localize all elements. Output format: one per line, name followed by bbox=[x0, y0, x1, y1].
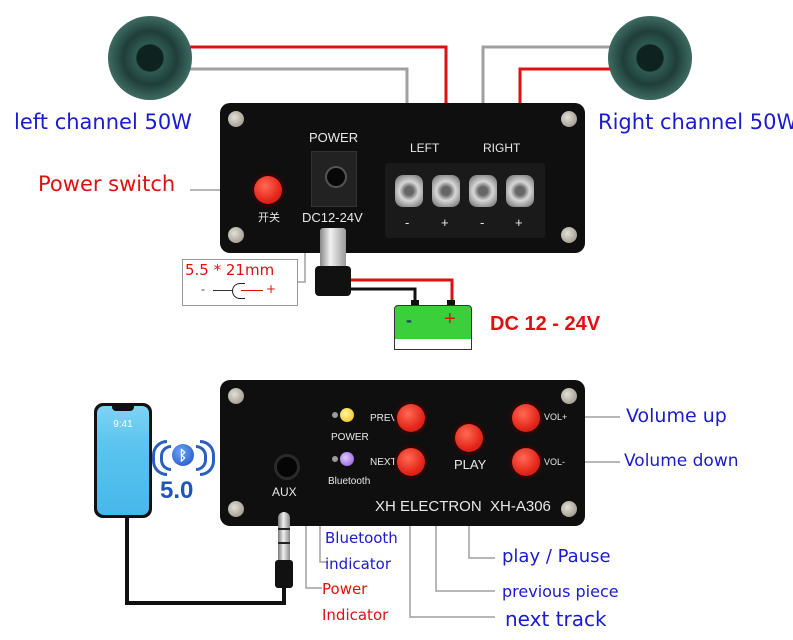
left-terminal-label: LEFT bbox=[410, 141, 440, 155]
terminal-polarity: - bbox=[405, 215, 410, 230]
phone-time: 9:41 bbox=[113, 419, 133, 430]
phone-aux-cable bbox=[125, 518, 286, 605]
aux-label: AUX bbox=[272, 485, 297, 499]
terminal-screw-left-minus[interactable] bbox=[395, 175, 423, 207]
power-led-indicator bbox=[340, 408, 354, 422]
bluetooth-logo-icon: ᛒ bbox=[172, 444, 194, 466]
screw-icon bbox=[228, 111, 244, 127]
terminal-screw-right-plus[interactable] bbox=[506, 175, 534, 207]
prev-label: PREV bbox=[370, 413, 398, 424]
battery-negative-terminal bbox=[411, 300, 419, 306]
jack-size-label: 5.5 * 21mm bbox=[185, 261, 275, 279]
dc-plug-body bbox=[315, 266, 351, 296]
battery-positive-terminal bbox=[447, 300, 455, 306]
vol-up-label: VOL+ bbox=[544, 412, 568, 422]
bluetooth-signal-icon: ᛒ bbox=[152, 436, 215, 476]
power-switch-label: Power switch bbox=[38, 172, 176, 196]
battery-icon: - + bbox=[394, 300, 472, 352]
volume-up-callout: Volume up bbox=[626, 405, 727, 427]
terminal-screw-right-minus[interactable] bbox=[469, 175, 497, 207]
battery-voltage-label: DC 12 - 24V bbox=[490, 313, 601, 335]
power-indicator-callout-line1: Power bbox=[322, 580, 368, 598]
phone-notch bbox=[112, 406, 134, 411]
bluetooth-indicator-callout-line1: Bluetooth bbox=[325, 529, 398, 547]
screw-icon bbox=[561, 501, 577, 517]
aux-jack-socket[interactable] bbox=[274, 454, 300, 480]
bluetooth-indicator-callout-line2: indicator bbox=[325, 555, 392, 573]
battery-black-wire bbox=[350, 287, 417, 302]
phone-screen bbox=[97, 406, 149, 515]
volume-up-button[interactable] bbox=[512, 404, 540, 432]
terminal-polarity: - bbox=[480, 215, 485, 230]
leader-dot bbox=[332, 412, 338, 418]
volume-down-callout: Volume down bbox=[624, 451, 739, 471]
screw-icon bbox=[561, 227, 577, 243]
power-led-label: POWER bbox=[331, 432, 369, 443]
jack-polarity-center-icon bbox=[232, 283, 245, 299]
jack-plus-label: + bbox=[266, 282, 277, 296]
vol-down-label: VOL- bbox=[544, 457, 566, 467]
terminal-polarity: + bbox=[515, 215, 523, 230]
amplifier-front-panel: AUX POWER Bluetooth PREV NEXT PLAY VOL+ … bbox=[220, 380, 585, 526]
terminal-polarity: + bbox=[441, 215, 449, 230]
dc-plug-barrel bbox=[320, 228, 346, 268]
previous-piece-callout: previous piece bbox=[502, 582, 619, 601]
power-switch-button[interactable] bbox=[254, 176, 282, 204]
play-button[interactable] bbox=[455, 424, 483, 452]
next-button[interactable] bbox=[397, 448, 425, 476]
screw-icon bbox=[228, 227, 244, 243]
screw-icon bbox=[561, 111, 577, 127]
right-terminal-label: RIGHT bbox=[483, 141, 521, 155]
prev-button[interactable] bbox=[397, 404, 425, 432]
jack-polarity-symbol-icon bbox=[213, 290, 233, 291]
dc-jack-socket[interactable] bbox=[311, 151, 357, 207]
left-channel-label: left channel 50W bbox=[14, 110, 192, 134]
smartphone-icon: 9:41 bbox=[94, 403, 152, 518]
left-speaker-icon bbox=[108, 16, 192, 100]
aux-plug-icon bbox=[275, 512, 293, 588]
power-label: POWER bbox=[309, 130, 359, 145]
next-track-callout: next track bbox=[505, 607, 607, 631]
battery-base bbox=[394, 339, 472, 350]
terminal-screw-left-plus[interactable] bbox=[432, 175, 460, 207]
bluetooth-version-label: 5.0 bbox=[160, 477, 194, 504]
screw-icon bbox=[561, 388, 577, 404]
jack-polarity-red-line bbox=[241, 290, 263, 291]
power-indicator-callout-line2: Indicator bbox=[322, 606, 389, 624]
switch-chinese-label: 开关 bbox=[258, 212, 280, 224]
battery-plus-sign: + bbox=[444, 308, 456, 330]
play-pause-callout: play / Pause bbox=[502, 546, 611, 567]
dc-jack-label: DC12-24V bbox=[302, 210, 363, 225]
bluetooth-led-label: Bluetooth bbox=[328, 476, 371, 487]
brand-model-label: XH ELECTRON XH-A306 bbox=[375, 498, 551, 515]
battery-red-wire bbox=[350, 278, 454, 302]
right-speaker-icon bbox=[608, 16, 692, 100]
bluetooth-led-indicator bbox=[340, 452, 354, 466]
play-label: PLAY bbox=[454, 457, 487, 472]
amplifier-rear-panel: 开关 POWER DC12-24V LEFT RIGHT - + - + bbox=[220, 103, 585, 253]
leader-dot bbox=[332, 456, 338, 462]
jack-minus-label: - bbox=[201, 282, 205, 296]
volume-down-button[interactable] bbox=[512, 448, 540, 476]
next-label: NEXT bbox=[370, 457, 397, 468]
screw-icon bbox=[228, 388, 244, 404]
jack-spec-box: 5.5 * 21mm - + bbox=[182, 259, 298, 306]
dc-jack-pin-icon bbox=[325, 166, 347, 188]
right-channel-label: Right channel 50W bbox=[598, 110, 793, 134]
screw-icon bbox=[228, 501, 244, 517]
battery-minus-sign: - bbox=[406, 310, 412, 330]
speaker-terminal-block: - + - + bbox=[385, 163, 545, 238]
